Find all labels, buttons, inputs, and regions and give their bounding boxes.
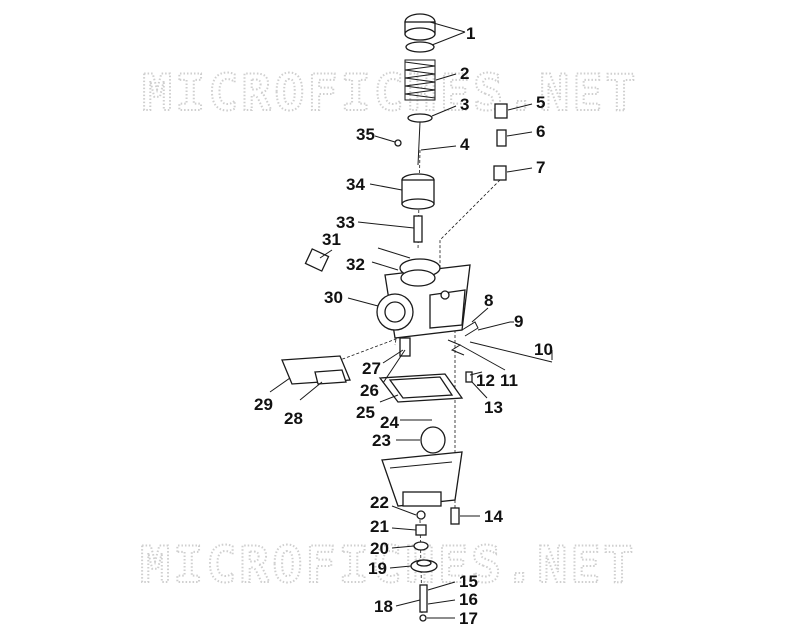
callout-3: 3 [460, 95, 469, 114]
callout-14: 14 [484, 507, 503, 526]
watermark-bottom: MICROFICHES.NET [140, 536, 637, 594]
callout-28: 28 [284, 409, 303, 428]
callout-33: 33 [336, 213, 355, 232]
jet-spring-part [496, 129, 507, 147]
spring-part [404, 59, 436, 101]
callout-34: 34 [346, 175, 365, 194]
callout-5: 5 [536, 93, 545, 112]
cap-part [404, 13, 436, 53]
callout-labels: 1 2 3 4 5 6 7 8 9 10 11 12 13 14 15 16 1… [254, 24, 553, 628]
callout-16: 16 [459, 590, 478, 609]
callout-2: 2 [460, 64, 469, 83]
drain-valve-part [410, 559, 438, 573]
callout-17: 17 [459, 609, 478, 628]
mixture-spring-part [447, 339, 465, 356]
callout-11: 11 [500, 371, 518, 390]
callout-20: 20 [370, 539, 389, 558]
callout-13: 13 [484, 398, 503, 417]
callout-10: 10 [534, 340, 553, 359]
leader-lines [269, 21, 553, 619]
drain-plug-part [465, 371, 473, 383]
oring-part [413, 541, 429, 551]
small-screw-part [394, 139, 402, 147]
callout-22: 22 [370, 493, 389, 512]
pilot-jet-lower-part [399, 337, 411, 357]
callout-4: 4 [460, 135, 470, 154]
needle-jet-part [413, 215, 423, 243]
callout-7: 7 [536, 158, 545, 177]
throttle-slide-part [401, 173, 435, 210]
pilot-jet-part [494, 103, 508, 119]
callout-24: 24 [380, 413, 399, 432]
callout-27: 27 [362, 359, 381, 378]
jet-holder-part [493, 165, 507, 181]
idle-spring-part [461, 321, 479, 337]
callout-15: 15 [459, 572, 478, 591]
drain-washer-part [419, 614, 427, 622]
carburetor-body-part [376, 258, 471, 339]
callout-23: 23 [372, 431, 391, 450]
float-bowl-part [381, 451, 463, 507]
callout-1: 1 [466, 24, 475, 43]
washer-part [416, 510, 426, 520]
watermark-top: MICROFICHES.NET [142, 64, 639, 122]
mixture-rod-part [469, 341, 553, 363]
callout-18: 18 [374, 597, 393, 616]
callout-9: 9 [514, 312, 523, 331]
main-jet-part [415, 524, 427, 536]
drain-screw-part [419, 584, 428, 613]
callout-29: 29 [254, 395, 273, 414]
bowl-screw-part [450, 507, 460, 525]
gasket-plate-part [281, 355, 351, 385]
needle-clip-part [407, 113, 433, 123]
callout-32: 32 [346, 255, 365, 274]
callout-6: 6 [536, 122, 545, 141]
idle-screw-part [477, 321, 511, 331]
callout-19: 19 [368, 559, 387, 578]
jet-needle-part [417, 121, 421, 166]
callout-21: 21 [370, 517, 389, 536]
callout-25: 25 [356, 403, 375, 422]
callout-8: 8 [484, 291, 493, 310]
callout-31: 31 [322, 230, 341, 249]
callout-26: 26 [360, 381, 379, 400]
callout-12: 12 [476, 371, 495, 390]
callout-35: 35 [356, 125, 375, 144]
callout-30: 30 [324, 288, 343, 307]
cable-adjuster-part [304, 247, 411, 272]
float-gasket-part [378, 373, 464, 403]
